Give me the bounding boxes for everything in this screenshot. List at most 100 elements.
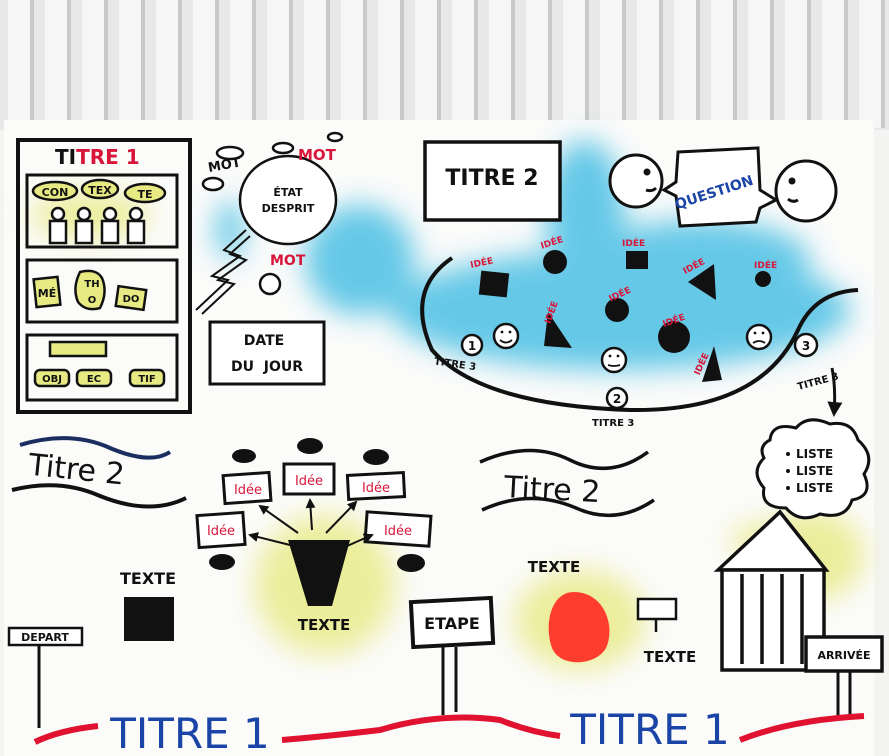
arrow-down-right	[827, 367, 843, 417]
bubble-line2: DESPRIT	[262, 202, 315, 215]
radiator-fin-shadow	[252, 0, 256, 128]
num-2: 2	[613, 392, 621, 406]
radiator	[0, 0, 889, 130]
radiator-fin-shadow	[67, 0, 71, 128]
label-th: TH	[84, 279, 99, 290]
num-circle-2	[605, 386, 629, 410]
face-left	[608, 153, 664, 209]
idea-box-5: Idée	[384, 524, 412, 539]
liste-2: LISTE	[796, 464, 833, 478]
idea-square-2	[626, 251, 648, 269]
depart-label: DEPART	[21, 631, 69, 644]
liste-3: LISTE	[796, 481, 833, 495]
liste-1: LISTE	[796, 447, 833, 461]
etape-label: ETAPE	[424, 614, 480, 633]
radiator-fin-shadow	[696, 0, 700, 128]
ribbon-right	[479, 448, 655, 518]
ribbon-left	[11, 436, 187, 509]
idea-dot-4	[658, 321, 690, 353]
smiley-2	[600, 346, 628, 374]
idea-label-3: IDÉE	[622, 237, 645, 249]
radiator-fin	[82, 0, 106, 128]
num-circle-3	[793, 332, 819, 358]
house-columns	[740, 574, 804, 664]
liste-cloud	[755, 418, 871, 520]
label-obj: OBJ	[42, 374, 62, 385]
smiley-faces	[499, 339, 766, 367]
radiator-fin	[119, 0, 143, 128]
radiator-fin-shadow	[400, 0, 404, 128]
radiator-fin	[8, 0, 32, 128]
radiator-fin	[156, 0, 180, 128]
radiator-fin-shadow	[30, 0, 34, 128]
idea-box-4: Idée	[207, 524, 235, 539]
idea-dot-1	[543, 250, 567, 274]
label-ec: EC	[87, 374, 101, 385]
box-obj	[33, 368, 71, 388]
box-ec	[75, 368, 113, 388]
mot-word-3: MOT	[270, 253, 306, 269]
smiley-3	[745, 323, 773, 351]
panel-titre1	[16, 138, 192, 414]
footer-titre1-right: TITRE 1	[569, 705, 730, 754]
radiator-fin	[637, 0, 661, 128]
idea-triangle-3	[702, 346, 722, 382]
note-tho	[74, 269, 106, 311]
idea-square-1	[478, 270, 510, 298]
radiator-fin	[526, 0, 550, 128]
radiator-fin-shadow	[511, 0, 515, 128]
date-line2: DU JOUR	[231, 359, 303, 375]
depart-sign	[7, 626, 84, 647]
radiator-fin-shadow	[215, 0, 219, 128]
smiley-1	[492, 322, 520, 350]
mot-word-2: MOT	[298, 146, 337, 164]
box-tif	[128, 368, 166, 388]
titre2-box	[423, 140, 562, 222]
black-square	[124, 597, 174, 641]
radiator-fin-shadow	[104, 0, 108, 128]
idea-box-3: Idée	[362, 481, 390, 496]
titre3-mid: TITRE 3	[592, 418, 634, 429]
arrivee-label: ARRIVÉE	[817, 649, 870, 662]
radiator-fin-shadow	[363, 0, 367, 128]
radiator-fin	[45, 0, 69, 128]
panel-title-red: TRE 1	[76, 145, 140, 169]
texte-center: TEXTE	[298, 616, 351, 634]
radiator-fin-shadow	[807, 0, 811, 128]
radiator-fin-shadow	[437, 0, 441, 128]
num-3: 3	[802, 339, 810, 353]
red-blob	[548, 592, 610, 663]
people-icons	[48, 206, 146, 245]
radiator-fin-shadow	[326, 0, 330, 128]
num-1: 1	[468, 339, 476, 353]
radiator-fin	[563, 0, 587, 128]
lightning-line	[195, 229, 247, 311]
radiator-fin-shadow	[178, 0, 182, 128]
radiator-fin	[452, 0, 476, 128]
radiator-fin	[489, 0, 513, 128]
radiator-fin	[193, 0, 217, 128]
radiator-fin-shadow	[881, 0, 885, 128]
radiator-fin-shadow	[141, 0, 145, 128]
radiator-fin	[859, 0, 883, 128]
radiator-fin	[748, 0, 772, 128]
idea-box-2: Idée	[295, 474, 323, 489]
label-o: O	[88, 295, 97, 306]
radiator-fin-shadow	[585, 0, 589, 128]
date-box	[208, 320, 326, 386]
radiator-fin-shadow	[844, 0, 848, 128]
idea-dot-2	[755, 271, 771, 287]
idea-triangle-2	[544, 312, 572, 348]
radiator-fin-shadow	[289, 0, 293, 128]
radiator-fin-shadow	[733, 0, 737, 128]
label-tif: TIF	[138, 374, 155, 385]
radiator-fin	[378, 0, 402, 128]
red-path-left	[33, 723, 99, 745]
footer-titre1-left: TITRE 1	[109, 709, 270, 756]
label-con: CON	[42, 186, 69, 199]
radiator-fin-shadow	[474, 0, 478, 128]
radiator-fin-shadow	[548, 0, 552, 128]
red-path-right	[738, 713, 865, 743]
